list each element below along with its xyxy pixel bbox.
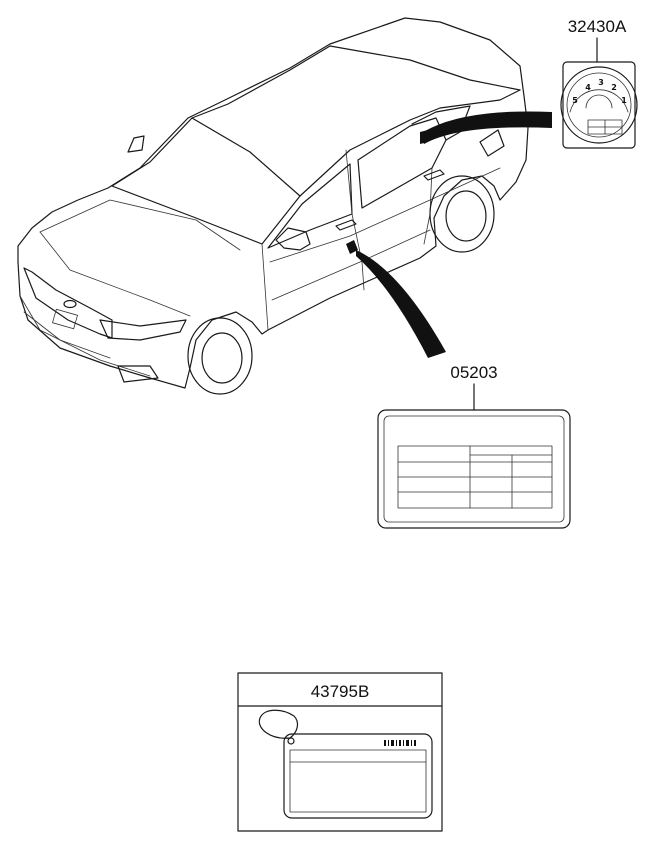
vehicle-emission-label[interactable]: 05203 (377, 363, 571, 529)
dial-mark: 5 (572, 96, 578, 105)
dial-mark: 1 (621, 96, 627, 105)
tire-pressure-label[interactable]: 32430A 5 4 3 2 1 (560, 17, 638, 149)
tire-pressure-label-number: 32430A (568, 17, 627, 36)
catalyst-tag (258, 709, 433, 819)
catalyst-tag-panel[interactable]: 43795B (237, 672, 443, 832)
catalyst-tag-number: 43795B (311, 682, 370, 701)
dial-mark: 4 (585, 83, 591, 92)
barcode-icon (384, 740, 416, 746)
emission-label-leader (346, 240, 446, 358)
emission-label-number: 05203 (450, 363, 497, 382)
emission-table (397, 445, 553, 509)
dial-mark: 3 (598, 78, 604, 87)
car-illustration (17, 17, 529, 395)
dial-mark: 2 (611, 83, 617, 92)
tire-pressure-table (587, 119, 623, 135)
dial-marks: 5 4 3 2 1 (572, 78, 627, 105)
tire-label-leader (420, 111, 552, 144)
